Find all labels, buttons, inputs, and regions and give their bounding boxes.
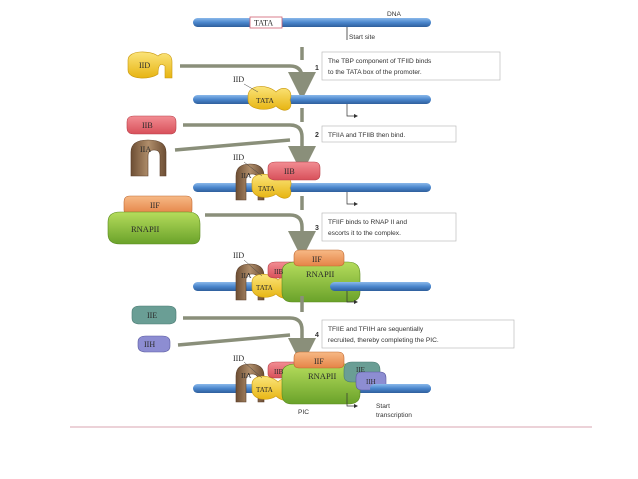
iia-bound: [235, 163, 265, 201]
start-transcription-line1: Start: [376, 403, 390, 410]
dna-strand-overlay: [370, 384, 431, 393]
iia-label: IIA: [241, 271, 252, 280]
iih-label: IIH: [366, 378, 376, 386]
step4-caption-line2: recruited, thereby completing the PIC.: [328, 337, 439, 344]
iid-label: IID: [233, 75, 244, 84]
dna-strand-overlay: [330, 282, 431, 291]
iib-label: IIB: [284, 167, 295, 176]
iid-leader: [243, 83, 259, 93]
step4-arrow-a: [183, 316, 316, 366]
iia-shape: [130, 139, 167, 177]
iid-label: IID: [233, 251, 244, 260]
iif-bound: [293, 351, 345, 369]
start-site-marker: [346, 192, 359, 207]
start-site-label: Start site: [349, 34, 375, 41]
start-site-marker: [346, 104, 359, 119]
iib-free: IIB: [126, 115, 177, 135]
step4-arrow-b: [177, 333, 291, 347]
iib-label: IIB: [274, 268, 284, 276]
step2-caption-line1: TFIIA and TFIIB then bind.: [328, 132, 405, 139]
step4-caption-box: [321, 319, 515, 349]
dna-strand: [193, 18, 431, 27]
rnapii-bound: [281, 363, 361, 405]
step2-caption-box: [321, 125, 457, 143]
dna-row-3: IIB IIA TATA IID: [193, 153, 431, 207]
iid-shape: [127, 51, 173, 79]
step2-arrow-a: [183, 123, 316, 174]
dna-strand: [193, 95, 431, 104]
start-site-marker: [346, 291, 359, 305]
start-transcription-line2: transcription: [376, 412, 412, 419]
iib-shape: [126, 115, 177, 135]
step3-caption-line1: TFIIF binds to RNAP II and: [328, 219, 407, 226]
iid-bound: [247, 86, 292, 111]
tata-label: TATA: [256, 386, 273, 394]
iif-bound: [293, 249, 345, 267]
iif-label: IIF: [312, 255, 322, 264]
iid-free: IID: [127, 51, 173, 79]
iie-label: IIE: [147, 311, 157, 320]
dna-label: DNA: [387, 11, 402, 18]
iia-free: IIA: [130, 139, 167, 177]
step4-caption-line1: TFIIE and TFIIH are sequentially: [328, 326, 424, 333]
iif-rnapii-free: IIF RNAPII: [107, 195, 201, 245]
step1-caption-line2: to the TATA box of the promoter.: [328, 69, 422, 76]
tata-label: TATA: [254, 19, 273, 28]
dna-row-4: IIF RNAPII IIB IIA TATA IID: [193, 249, 431, 305]
iia-label: IIA: [241, 371, 252, 380]
step2-arrow-b: [174, 138, 291, 152]
iif-label: IIF: [150, 201, 160, 210]
iib-bound: [267, 161, 321, 181]
rnapii-shape: [107, 211, 201, 245]
step1-caption-box: [321, 51, 501, 81]
iif-label: IIF: [314, 357, 324, 366]
rnapii-bound: [281, 261, 361, 303]
step2-number: 2: [315, 132, 319, 139]
iid-leader: [243, 259, 263, 277]
step1-number: 1: [315, 65, 319, 72]
step1-caption-line1: The TBP component of TFIID binds: [328, 58, 432, 65]
iid-label: IID: [139, 61, 150, 70]
iib-label: IIB: [274, 368, 284, 376]
pic-label: PIC: [298, 409, 309, 416]
iia-label: IIA: [241, 171, 252, 180]
iih-free: IIH: [137, 335, 171, 353]
rnapii-label: RNAPII: [308, 371, 337, 381]
iih-shape: [137, 335, 171, 353]
tata-label: TATA: [256, 96, 275, 105]
step3-number: 3: [315, 225, 319, 232]
iid-label: IID: [233, 153, 244, 162]
iid-leader: [243, 161, 263, 177]
step3-caption-box: [321, 212, 457, 242]
step3-caption-line2: escorts it to the complex.: [328, 230, 401, 237]
tata-label: TATA: [256, 284, 273, 292]
dna-strand: [193, 183, 431, 192]
iih-label: IIH: [144, 340, 155, 349]
step4-number: 4: [315, 332, 319, 339]
iid-label: IID: [233, 354, 244, 363]
rnapii-label: RNAPII: [131, 224, 160, 234]
dna-row-5: IIF RNAPII IIE IIH IIB IIA TATA IID PIC …: [193, 351, 431, 419]
dna-row-2: TATA IID: [193, 75, 431, 119]
step3-arrow: [205, 213, 316, 259]
iie-shape: [131, 305, 177, 325]
step1-arrow: [180, 64, 316, 100]
iib-label: IIB: [142, 121, 153, 130]
iie-free: IIE: [131, 305, 177, 325]
dna-row-1: TATA DNA Start site: [193, 11, 431, 41]
rnapii-label: RNAPII: [306, 269, 335, 279]
iia-bound: [235, 263, 265, 301]
tata-label: TATA: [258, 185, 275, 193]
tata-box: [249, 16, 283, 29]
start-transcription-marker: [346, 393, 359, 409]
iie-label: IIE: [356, 366, 365, 374]
iia-label: IIA: [140, 145, 151, 154]
iid-leader: [243, 361, 263, 379]
